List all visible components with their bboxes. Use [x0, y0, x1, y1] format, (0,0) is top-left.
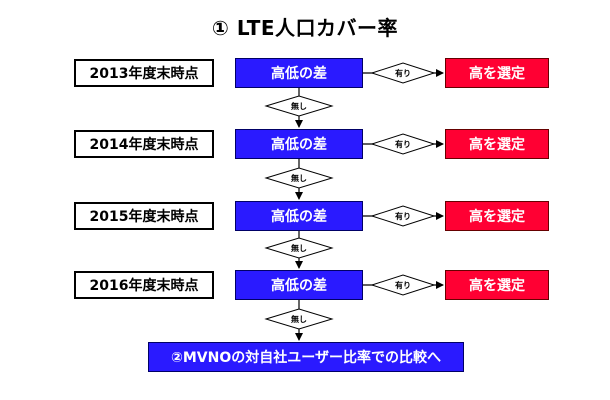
year-label-2013: 2013年度末時点 — [74, 59, 214, 87]
diff-box-2016: 高低の差 — [235, 270, 363, 300]
no-diamond-2013 — [264, 95, 334, 117]
no-connector-2014: 無し — [264, 159, 334, 200]
diff-box-2014: 高低の差 — [235, 129, 363, 159]
year-label-2015: 2015年度末時点 — [74, 202, 214, 230]
no-label-2014: 無し — [291, 173, 307, 183]
yes-label-2014: 有り — [395, 139, 411, 149]
no-diamond-2014 — [264, 167, 334, 189]
yes-connector-2015: 有り — [363, 205, 444, 227]
yes-connector-2013: 有り — [363, 62, 444, 84]
yes-label-2015: 有り — [395, 211, 411, 221]
yes-connector-2016: 有り — [363, 274, 444, 296]
page-title: ① LTE人口カバー率 — [211, 16, 399, 40]
no-diamond-2015 — [264, 237, 334, 259]
diff-box-2015: 高低の差 — [235, 201, 363, 231]
yes-diamond-2013 — [370, 62, 436, 84]
yes-label-2013: 有り — [395, 68, 411, 78]
yes-diamond-2016 — [370, 274, 436, 296]
yes-label-2016: 有り — [395, 280, 411, 290]
select-box-2015: 高を選定 — [445, 201, 549, 231]
no-connector-2016: 無し — [264, 300, 334, 341]
diff-box-2013: 高低の差 — [235, 58, 363, 88]
year-label-2014: 2014年度末時点 — [74, 130, 214, 158]
select-box-2016: 高を選定 — [445, 270, 549, 300]
no-diamond-2016 — [264, 308, 334, 330]
final-box: ②MVNOの対自社ユーザー比率での比較へ — [148, 342, 464, 372]
yes-diamond-2015 — [370, 205, 436, 227]
yes-diamond-2014 — [370, 133, 436, 155]
no-label-2016: 無し — [291, 314, 307, 324]
select-box-2013: 高を選定 — [445, 58, 549, 88]
no-label-2013: 無し — [291, 101, 307, 111]
select-box-2014: 高を選定 — [445, 129, 549, 159]
no-connector-2013: 無し — [264, 88, 334, 128]
no-label-2015: 無し — [291, 243, 307, 253]
year-label-2016: 2016年度末時点 — [74, 271, 214, 299]
yes-connector-2014: 有り — [363, 133, 444, 155]
no-connector-2015: 無し — [264, 231, 334, 269]
